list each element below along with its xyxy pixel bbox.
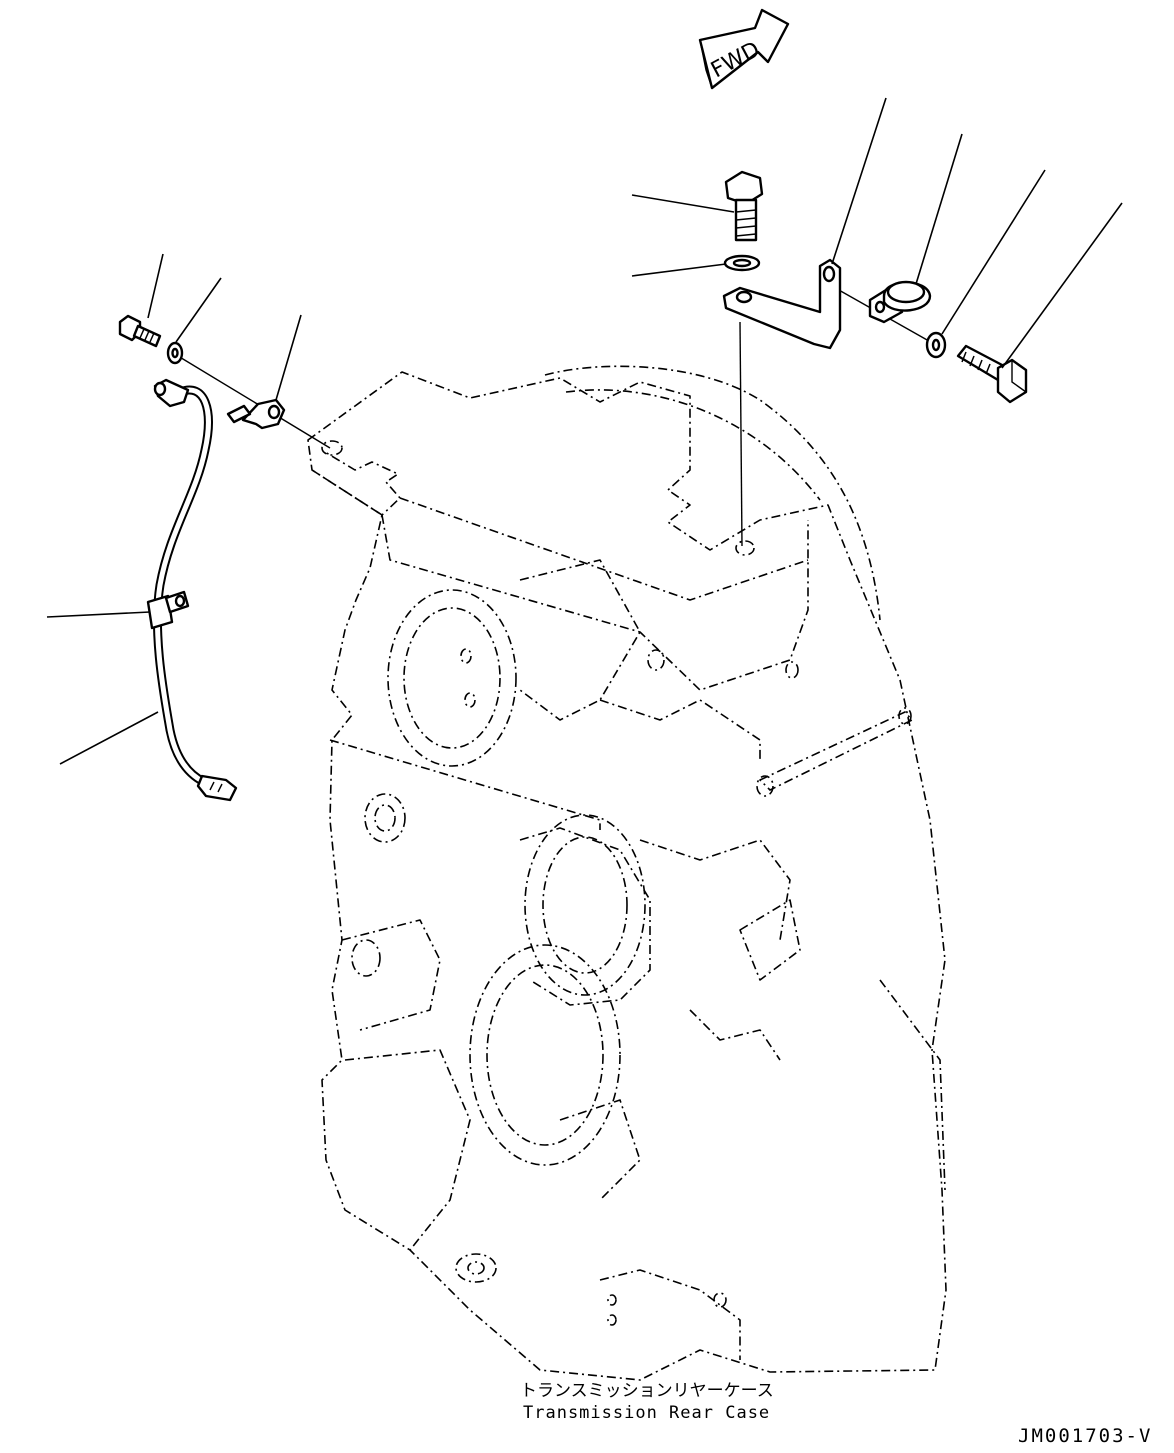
bracket [722,258,842,350]
washer-left [166,341,184,365]
sensor-harness [146,378,238,802]
drawing-code: JM001703-V [1018,1425,1152,1447]
leader-washer-top [631,263,727,277]
leader-washer-left [175,277,222,343]
leader-bracket [831,97,887,265]
leader-clamp-right [915,133,963,285]
component-label-japanese: トランスミッションリヤーケース [520,1381,774,1401]
washer-top [723,254,761,272]
component-label-english: Transmission Rear Case [523,1403,770,1423]
clamp-right [868,280,932,324]
leader-washer-right [941,169,1046,335]
washer-right [925,331,947,359]
forward-arrow-icon: FWD [698,8,790,90]
transmission-rear-case [307,365,947,1381]
leader-bolt-top [631,194,735,213]
leader-harness [59,711,159,765]
leader-bolt-right [1001,202,1123,369]
clamp-left [226,398,286,430]
bolt-left [118,314,162,348]
bolt-top [724,170,764,242]
leader-harness-clip [46,611,151,618]
leader-clamp-left [275,314,302,401]
leader-bolt-left [147,253,164,319]
callout-leaders [46,97,1123,765]
bolt-right [956,344,1028,404]
